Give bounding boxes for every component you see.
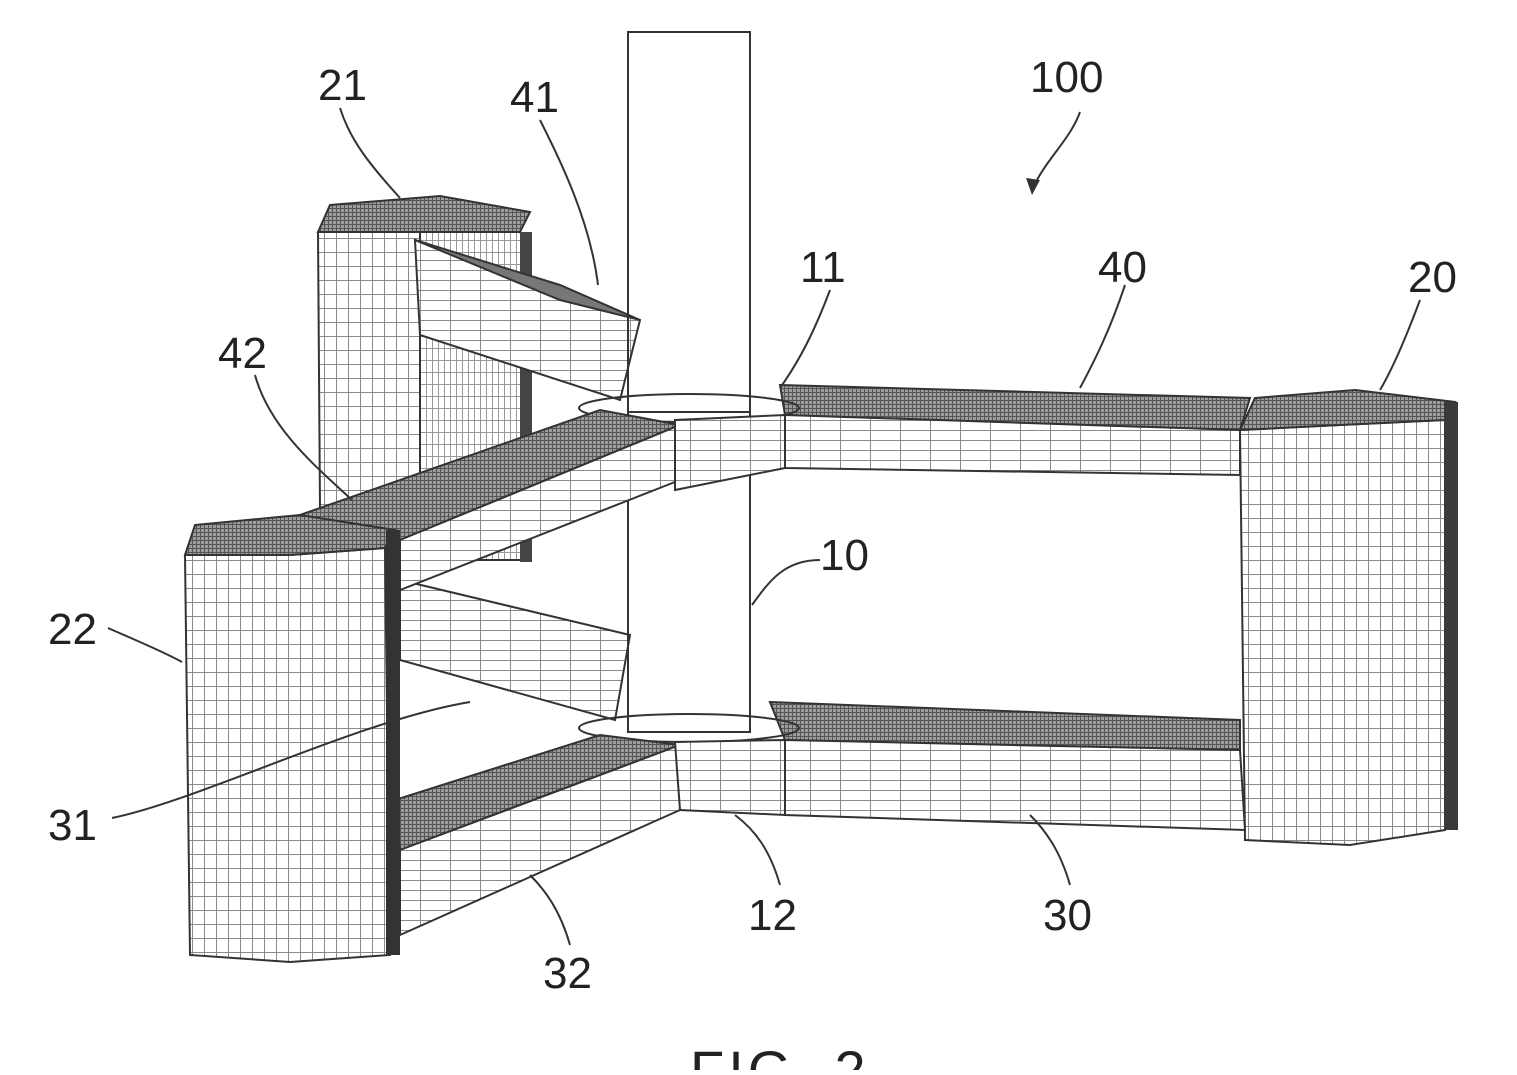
label-32: 32 [543, 949, 592, 998]
label-10: 10 [820, 531, 869, 580]
label-30: 30 [1043, 891, 1092, 940]
figure-caption: FIG. 2 [690, 1039, 870, 1070]
label-42: 42 [218, 329, 267, 378]
label-11: 11 [800, 243, 846, 292]
label-100: 100 [1030, 53, 1103, 102]
beam-32 [395, 735, 785, 935]
label-12: 12 [748, 891, 797, 940]
label-40: 40 [1098, 243, 1147, 292]
label-31: 31 [48, 801, 97, 850]
label-22: 22 [48, 605, 97, 654]
label-21: 21 [318, 61, 367, 110]
column-22 [185, 515, 400, 962]
beam-40 [780, 385, 1250, 475]
column-20 [1240, 390, 1458, 845]
beam-30 [770, 702, 1245, 830]
beam-31 [400, 580, 630, 720]
label-20: 20 [1408, 253, 1457, 302]
label-41: 41 [510, 73, 559, 122]
